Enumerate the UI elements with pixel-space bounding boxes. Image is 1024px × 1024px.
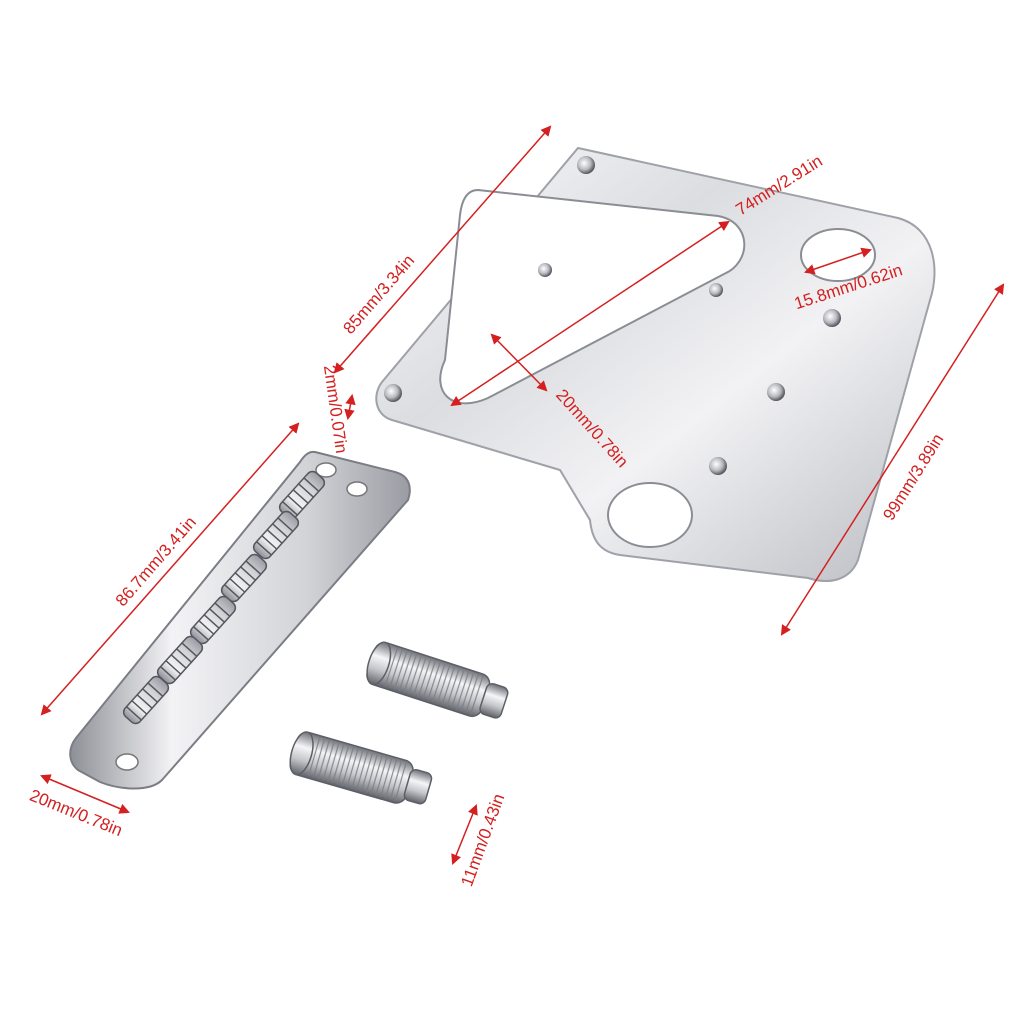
post-length-label: 11mm/0.43in (457, 791, 508, 889)
control-plate (375, 146, 936, 582)
plate-thickness-label: 2mm/0.07in (320, 364, 351, 455)
plate-length-label: 85mm/3.34in (339, 251, 418, 338)
bridge (69, 450, 411, 790)
dimension-arrows (40, 125, 1005, 865)
bridge-length-label: 86.7mm/3.41in (112, 513, 200, 610)
bridge-post-lower (289, 731, 433, 805)
bridge-post-upper (366, 641, 509, 719)
bridge-width-label: 20mm/0.78in (27, 786, 125, 840)
